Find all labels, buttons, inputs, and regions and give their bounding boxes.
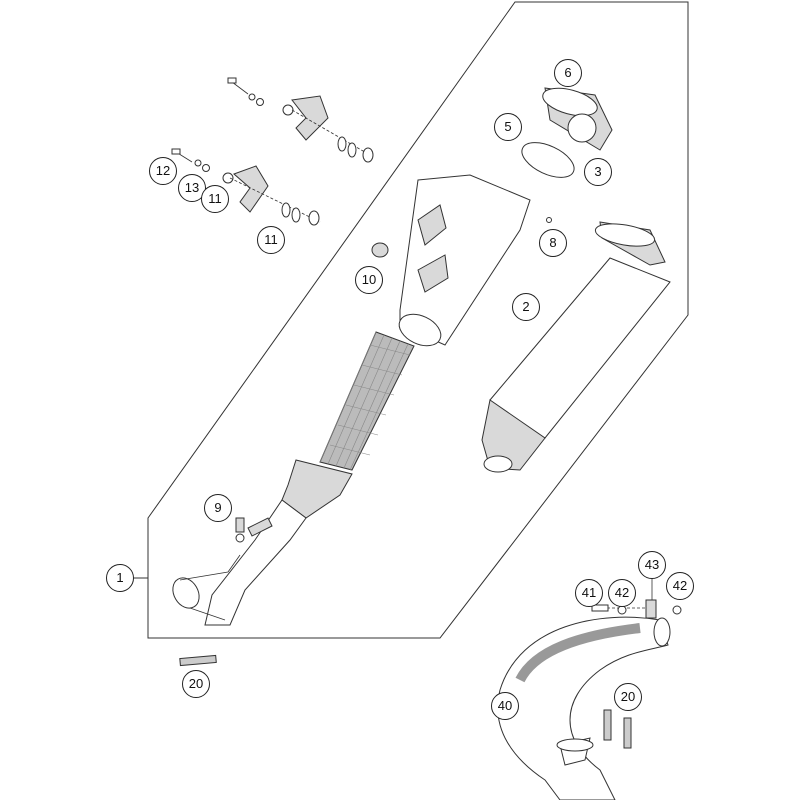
silencer-sleeve-2 xyxy=(481,257,671,473)
springs-20-right xyxy=(603,709,632,749)
end-cap-6 xyxy=(542,87,613,151)
callout-20[interactable]: 20 xyxy=(614,683,642,711)
assembly-1-boundary xyxy=(147,1,689,639)
callout-12[interactable]: 12 xyxy=(149,157,177,185)
callout-3[interactable]: 3 xyxy=(584,158,612,186)
callout-1[interactable]: 1 xyxy=(106,564,134,592)
callout-11[interactable]: 11 xyxy=(257,226,285,254)
clamp-9 xyxy=(235,517,245,543)
callout-40[interactable]: 40 xyxy=(491,692,519,720)
callout-42[interactable]: 42 xyxy=(666,572,694,600)
callout-43[interactable]: 43 xyxy=(638,551,666,579)
hardware-41-43 xyxy=(591,599,682,619)
perforated-tube xyxy=(319,331,415,471)
callout-42[interactable]: 42 xyxy=(608,579,636,607)
callout-41[interactable]: 41 xyxy=(575,579,603,607)
silencer-inner-canister xyxy=(398,174,552,347)
callout-20[interactable]: 20 xyxy=(182,670,210,698)
callout-2[interactable]: 2 xyxy=(512,293,540,321)
gasket-5 xyxy=(521,142,575,178)
end-cap-3 xyxy=(594,221,666,266)
callout-5[interactable]: 5 xyxy=(494,113,522,141)
callout-6[interactable]: 6 xyxy=(554,59,582,87)
end-cone-and-link-pipe xyxy=(172,459,353,626)
callout-11[interactable]: 11 xyxy=(201,185,229,213)
mounting-bracket-lower xyxy=(171,148,321,226)
callout-10[interactable]: 10 xyxy=(355,266,383,294)
callout-8[interactable]: 8 xyxy=(539,229,567,257)
mounting-bracket-upper xyxy=(227,77,374,163)
header-pipe-40 xyxy=(497,616,671,800)
grommet-10 xyxy=(371,242,389,258)
spring-20-left xyxy=(179,654,217,667)
callout-9[interactable]: 9 xyxy=(204,494,232,522)
